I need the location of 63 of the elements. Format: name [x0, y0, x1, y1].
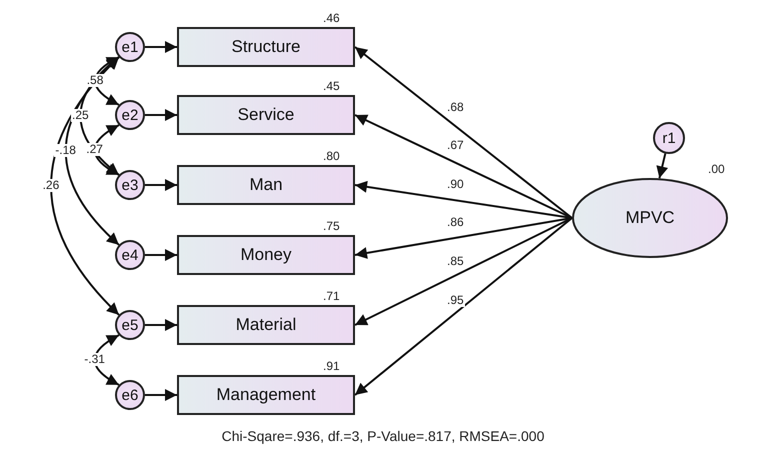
node-label: Structure — [232, 37, 300, 57]
loading-value: .85 — [446, 255, 465, 268]
path-arrow — [145, 249, 177, 261]
node-label: e6 — [122, 386, 138, 404]
covariance-arrow — [94, 124, 120, 176]
covariance-arrow — [80, 56, 120, 176]
error-circle — [115, 32, 145, 62]
covariance-value: .58 — [86, 74, 104, 87]
covariance-value: .26 — [42, 179, 60, 192]
loading-value: .67 — [446, 139, 465, 152]
variable-box — [177, 375, 355, 415]
path-arrow — [354, 217, 573, 396]
fit-statistics-caption: Chi-Sqare=.936, df.=3, P-Value=.817, RMSEA=.000 — [222, 428, 544, 444]
path-arrow — [145, 389, 177, 401]
node-label: Service — [238, 105, 294, 125]
node-label: Management — [216, 385, 316, 405]
loading-value: .86 — [446, 216, 465, 230]
path-arrow — [145, 179, 177, 191]
latent-ellipse — [572, 178, 728, 258]
path-arrow — [145, 109, 177, 121]
error-circle — [115, 170, 145, 200]
variable-box — [177, 27, 355, 67]
node-label: e5 — [122, 316, 138, 334]
variable-box — [177, 165, 355, 205]
path-arrow — [145, 319, 177, 331]
node-label: e4 — [122, 246, 138, 264]
covariance-arrow — [64, 56, 120, 246]
path-arrow — [354, 46, 573, 219]
node-label: e3 — [122, 176, 138, 194]
error-circle — [115, 380, 145, 410]
variable-box — [177, 235, 355, 275]
r-squared-value: .45 — [323, 79, 340, 93]
r-squared-value: .71 — [323, 289, 340, 303]
r-squared-value: .75 — [323, 219, 340, 233]
r-squared-value: .80 — [323, 149, 340, 163]
path-arrow — [656, 153, 668, 179]
covariance-value: -.31 — [83, 353, 106, 366]
covariance-arrow — [94, 334, 120, 386]
error-circle — [653, 122, 685, 154]
r-squared-value: .46 — [323, 11, 340, 25]
covariance-value: -.18 — [54, 144, 77, 157]
node-label: r1 — [662, 130, 676, 146]
error-circle — [115, 100, 145, 130]
error-circle — [115, 240, 145, 270]
node-label: Money — [240, 245, 292, 265]
path-arrow — [145, 41, 177, 53]
error-circle — [115, 310, 145, 340]
node-label: MPVC — [625, 208, 675, 228]
r-squared-value: .91 — [323, 359, 340, 373]
node-label: e2 — [122, 106, 138, 124]
r-squared-value: .00 — [708, 162, 725, 176]
loading-value: .68 — [446, 101, 465, 114]
covariance-arrow — [50, 56, 120, 316]
node-label: Material — [236, 315, 296, 335]
node-label: e1 — [122, 38, 138, 56]
variable-box — [177, 95, 355, 135]
loading-value: .90 — [446, 178, 465, 191]
node-label: Man — [249, 175, 283, 195]
variable-box — [177, 305, 355, 345]
loading-value: .95 — [446, 294, 465, 307]
covariance-value: .25 — [70, 109, 90, 122]
covariance-value: .27 — [85, 143, 104, 156]
covariance-arrow — [94, 56, 120, 106]
